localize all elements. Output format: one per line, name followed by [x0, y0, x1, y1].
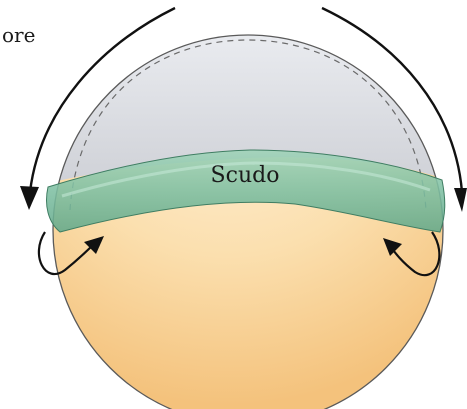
arrowhead-icon [20, 186, 39, 210]
arrowhead-icon [454, 188, 467, 212]
partial-label: ore [2, 23, 35, 47]
shield-label: Scudo [211, 163, 280, 188]
